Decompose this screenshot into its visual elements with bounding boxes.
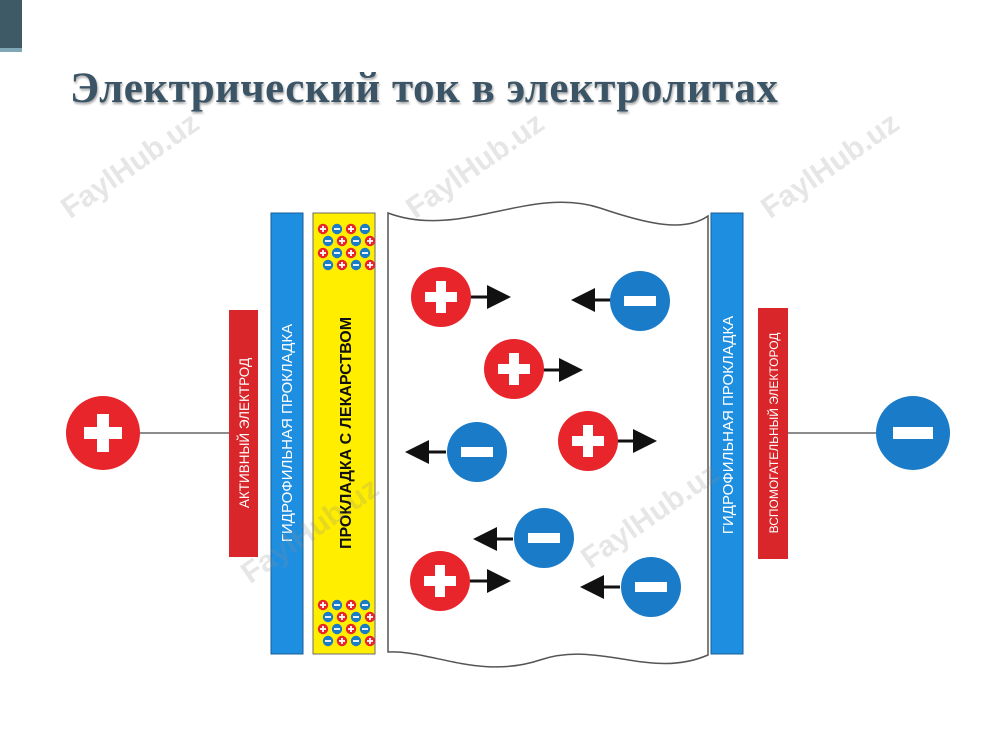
small-ion-bar	[322, 226, 324, 232]
drug-pad	[312, 212, 376, 655]
negative-terminal-icon	[876, 396, 950, 470]
small-ion-bar	[362, 628, 368, 630]
drug-pad-ion-cluster-top	[317, 223, 376, 271]
anion-icon	[514, 508, 574, 568]
auxiliary-electrode	[758, 308, 788, 559]
small-ion-bar	[341, 614, 343, 620]
small-ion-bar	[341, 262, 343, 268]
drug-pad-label: ПРОКЛАДКА С ЛЕКАРСТВОМ	[338, 317, 355, 549]
small-ion-bar	[369, 238, 371, 244]
cation-icon	[410, 551, 470, 611]
active-electrode-label: АКТИВНЫЙ ЭЛЕКТРОД	[237, 358, 252, 508]
small-ion-bar	[369, 262, 371, 268]
small-ion-bar	[362, 604, 368, 606]
small-ion-bar	[322, 602, 324, 608]
anion-icon	[610, 271, 670, 331]
small-ion-bar	[369, 638, 371, 644]
cation-icon	[558, 411, 618, 471]
hydrophilic-pad-left	[270, 212, 304, 655]
small-ion-bar	[322, 250, 324, 256]
small-ion-bar	[325, 640, 331, 642]
ion-arrows	[405, 285, 657, 599]
small-ion-bar	[362, 252, 368, 254]
hydrophilic-pad-right	[710, 212, 744, 655]
small-ion-bar	[353, 640, 359, 642]
small-ion-bar	[322, 626, 324, 632]
small-ion-bar	[350, 250, 352, 256]
hydrophilic-pad-left-label: ГИДРОФИЛЬНАЯ ПРОКЛАДКА	[279, 324, 296, 542]
auxiliary-electrode-label: ВСПОМОГАТЕЛЬНЫЙ ЭЛЕКТОРОД	[766, 333, 781, 534]
small-ion-bar	[350, 602, 352, 608]
anion-icon	[447, 422, 507, 482]
small-ion-bar	[334, 604, 340, 606]
small-ion-bar	[334, 252, 340, 254]
small-ion-bar	[334, 228, 340, 230]
drug-pad-ion-cluster-bottom	[317, 599, 376, 647]
small-ion-bar	[362, 228, 368, 230]
small-ion-bar	[353, 616, 359, 618]
small-ion-bar	[369, 614, 371, 620]
anion-icon	[621, 557, 681, 617]
cation-icon	[484, 339, 544, 399]
small-ion-bar	[341, 238, 343, 244]
small-ion-bar	[341, 638, 343, 644]
hydrophilic-pad-right-label: ГИДРОФИЛЬНАЯ ПРОКЛАДКА	[720, 316, 737, 534]
small-ion-bar	[350, 626, 352, 632]
small-ion-bar	[353, 264, 359, 266]
positive-terminal-icon	[66, 396, 140, 470]
slide-corner-mark	[0, 0, 22, 52]
small-ion-bar	[334, 628, 340, 630]
cation-icon	[411, 267, 471, 327]
small-ion-bar	[353, 240, 359, 242]
small-ion-bar	[325, 240, 331, 242]
active-electrode	[229, 310, 258, 557]
small-ion-bar	[325, 264, 331, 266]
slide-title: Электрический ток в электролитах	[70, 65, 779, 112]
small-ion-bar	[325, 616, 331, 618]
small-ion-bar	[350, 226, 352, 232]
